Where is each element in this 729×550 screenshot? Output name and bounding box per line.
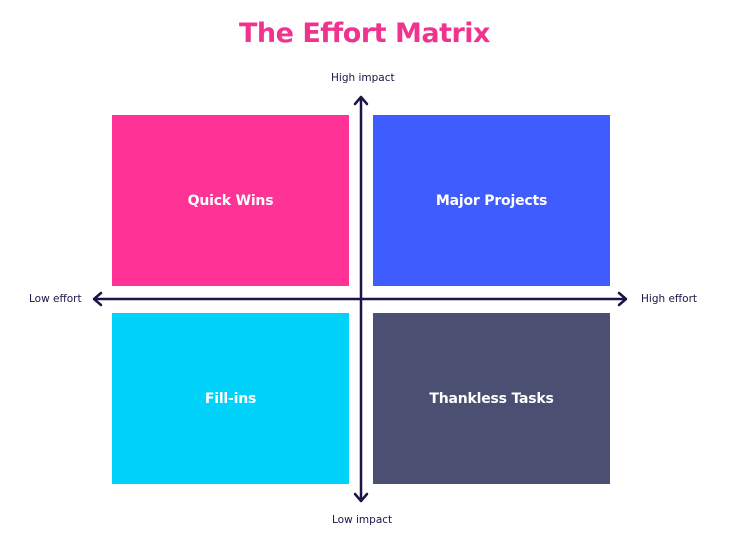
page-title: The Effort Matrix <box>239 18 490 49</box>
quadrant-major-projects: Major Projects <box>373 115 610 286</box>
quadrant-quick-wins: Quick Wins <box>112 115 349 286</box>
quadrant-label: Quick Wins <box>187 192 274 209</box>
axis-label-low-effort: Low effort <box>29 293 82 305</box>
axis-label-high-impact: High impact <box>331 72 395 84</box>
quadrant-label: Thankless Tasks <box>429 390 554 407</box>
quadrant-fill-ins: Fill-ins <box>112 313 349 484</box>
quadrant-label: Fill-ins <box>204 390 257 407</box>
arrow-down-icon <box>353 492 369 503</box>
arrow-up-icon <box>353 95 369 106</box>
axis-label-high-effort: High effort <box>641 293 698 305</box>
quadrant-thankless-tasks: Thankless Tasks <box>373 313 610 484</box>
axis-label-low-impact: Low impact <box>332 514 393 526</box>
arrow-right-icon <box>617 291 628 307</box>
arrow-left-icon <box>92 291 103 307</box>
quadrant-label: Major Projects <box>435 192 548 209</box>
